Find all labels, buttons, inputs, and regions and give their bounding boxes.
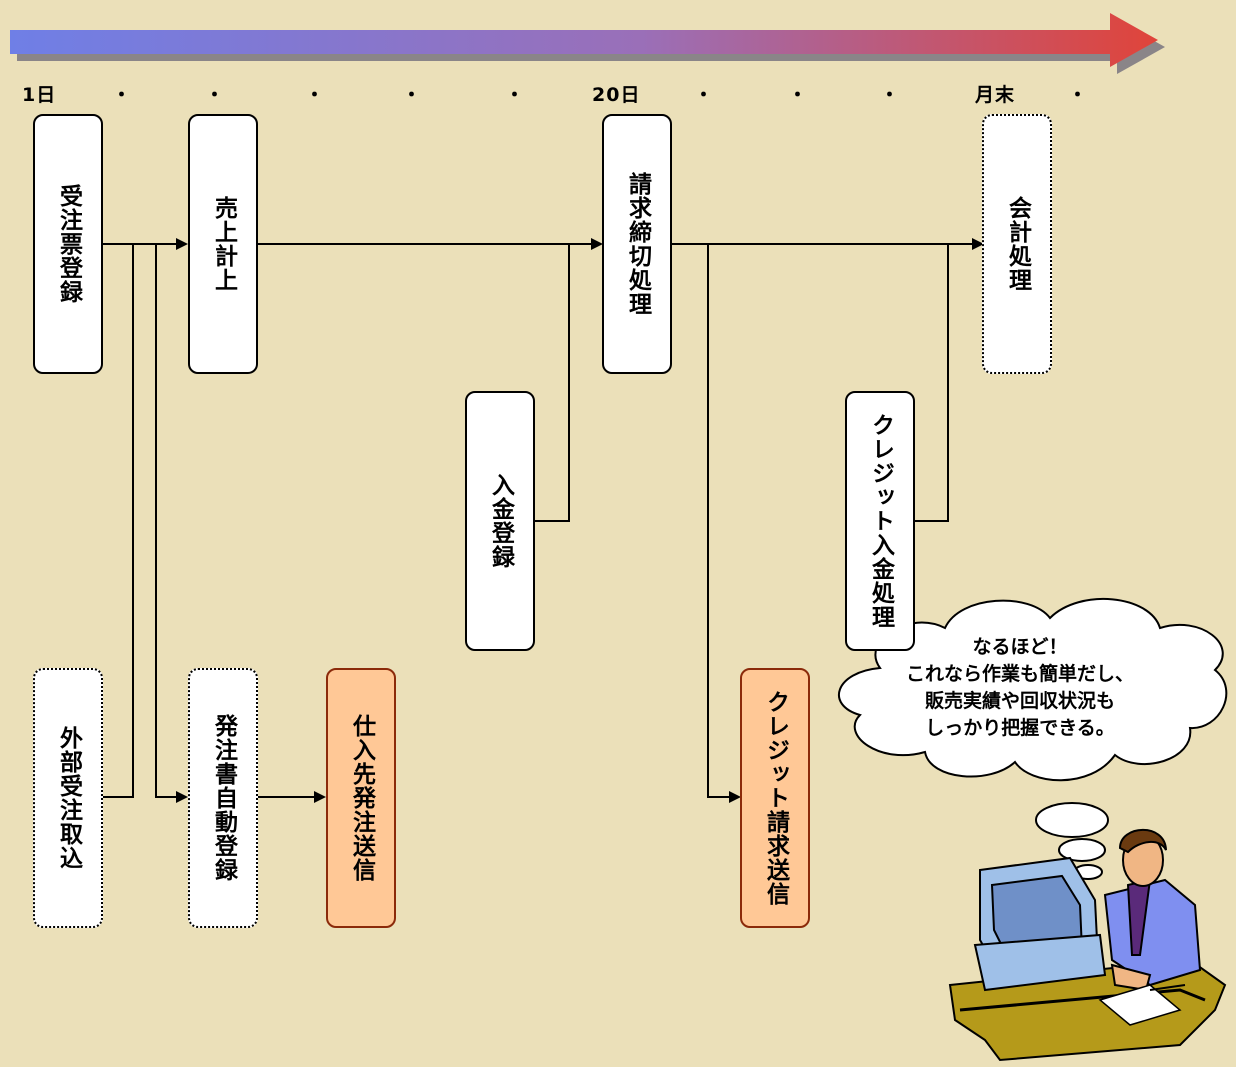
timeline-separator: ・ bbox=[205, 84, 225, 106]
credit-payment-box: クレジット入金処理 bbox=[845, 391, 915, 651]
auto-po-registration-label: 発注書自動登録 bbox=[210, 714, 237, 882]
payment-entry-label: 入金登録 bbox=[487, 473, 514, 569]
timeline-separator: ・ bbox=[694, 84, 714, 106]
timeline-arrow bbox=[10, 13, 1165, 74]
order-entry-box: 受注票登録 bbox=[33, 114, 103, 374]
auto-po-registration-box: 発注書自動登録 bbox=[188, 668, 258, 928]
order-entry-label: 受注票登録 bbox=[55, 184, 82, 304]
speech-line-2: これなら作業も簡単だし、 bbox=[905, 663, 1134, 685]
timeline-day1-label: 1日 bbox=[22, 84, 57, 106]
accounting-label: 会計処理 bbox=[1004, 196, 1031, 292]
supplier-order-send-box: 仕入先発注送信 bbox=[326, 668, 396, 928]
billing-close-label: 請求締切処理 bbox=[624, 172, 651, 316]
credit-invoice-send-label: クレジット請求送信 bbox=[762, 690, 789, 906]
timeline-separator: ・ bbox=[305, 84, 325, 106]
timeline-separator: ・ bbox=[505, 84, 525, 106]
sales-record-label: 売上計上 bbox=[210, 196, 237, 292]
speech-line-4: しっかり把握できる。 bbox=[925, 717, 1115, 739]
external-order-import-label: 外部受注取込 bbox=[55, 726, 82, 870]
connectors bbox=[103, 238, 984, 803]
credit-payment-label: クレジット入金処理 bbox=[867, 413, 894, 629]
sales-record-box: 売上計上 bbox=[188, 114, 258, 374]
timeline-separator: ・ bbox=[402, 84, 422, 106]
thought-cloud bbox=[838, 598, 1228, 880]
speech-bubble-text: なるほど！ これなら作業も簡単だし、 販売実績や回収状況も しっかり把握できる。 bbox=[860, 634, 1180, 742]
timeline-separator: ・ bbox=[1068, 84, 1088, 106]
billing-close-box: 請求締切処理 bbox=[602, 114, 672, 374]
credit-invoice-send-box: クレジット請求送信 bbox=[740, 668, 810, 928]
external-order-import-box: 外部受注取込 bbox=[33, 668, 103, 928]
accounting-box: 会計処理 bbox=[982, 114, 1052, 374]
timeline-separator: ・ bbox=[112, 84, 132, 106]
timeline-separator: ・ bbox=[788, 84, 808, 106]
man-at-computer-illustration bbox=[948, 828, 1227, 1062]
speech-line-3: 販売実績や回収状況も bbox=[924, 690, 1115, 712]
timeline-separator: ・ bbox=[880, 84, 900, 106]
supplier-order-send-label: 仕入先発注送信 bbox=[348, 714, 375, 882]
payment-entry-box: 入金登録 bbox=[465, 391, 535, 651]
timeline-day20-label: 20日 bbox=[592, 84, 641, 106]
timeline-month-end-label: 月末 bbox=[975, 84, 1016, 106]
speech-line-1: なるほど！ bbox=[972, 636, 1068, 658]
